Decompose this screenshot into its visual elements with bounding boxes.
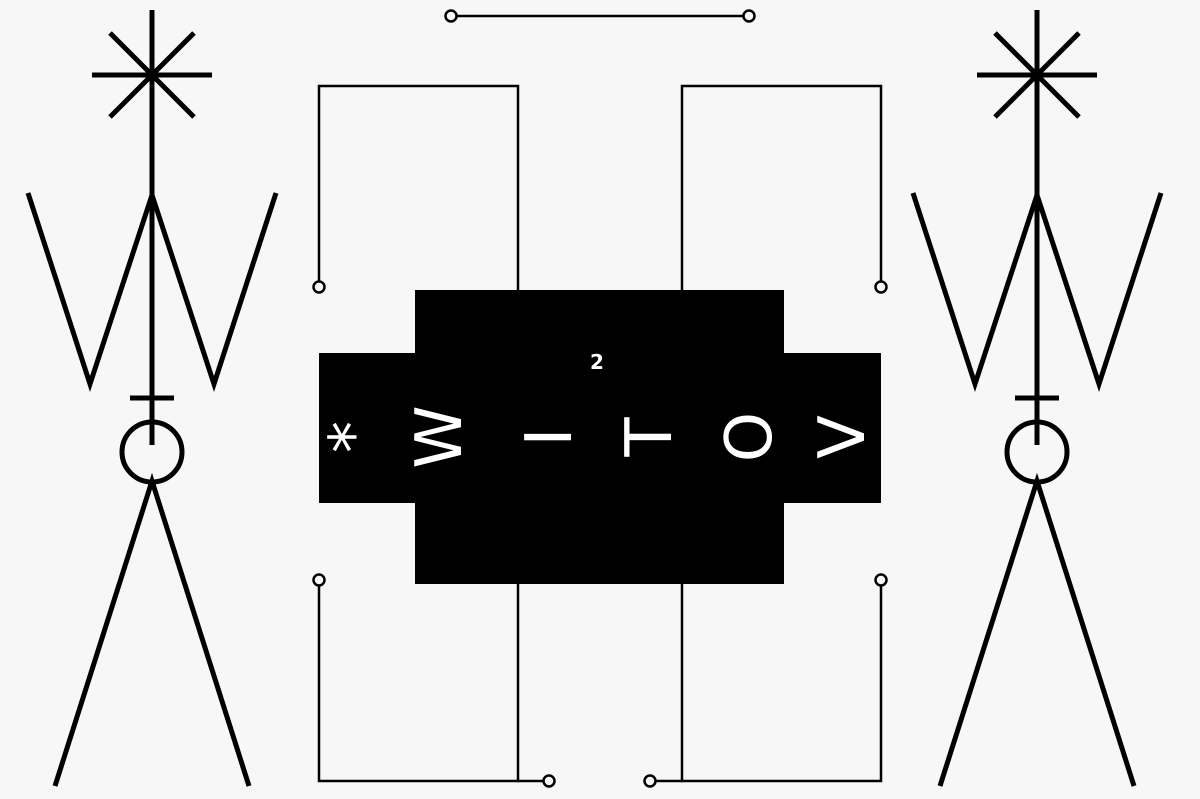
superscript-two: 2 bbox=[590, 350, 604, 374]
wire-terminals bbox=[312, 280, 888, 788]
glyph-v: V bbox=[806, 415, 880, 459]
stick-figure-right bbox=[910, 10, 1164, 787]
glyph-w: W bbox=[403, 405, 477, 469]
circuit-wires bbox=[317, 84, 883, 783]
glyph-o: O bbox=[713, 411, 787, 463]
glyph-t: T bbox=[613, 417, 687, 457]
glyph-i: I bbox=[513, 427, 587, 447]
top-connector bbox=[444, 9, 756, 23]
glyph-asterisk: * bbox=[317, 421, 391, 453]
stick-figure-left bbox=[25, 10, 279, 787]
central-block bbox=[319, 290, 881, 584]
